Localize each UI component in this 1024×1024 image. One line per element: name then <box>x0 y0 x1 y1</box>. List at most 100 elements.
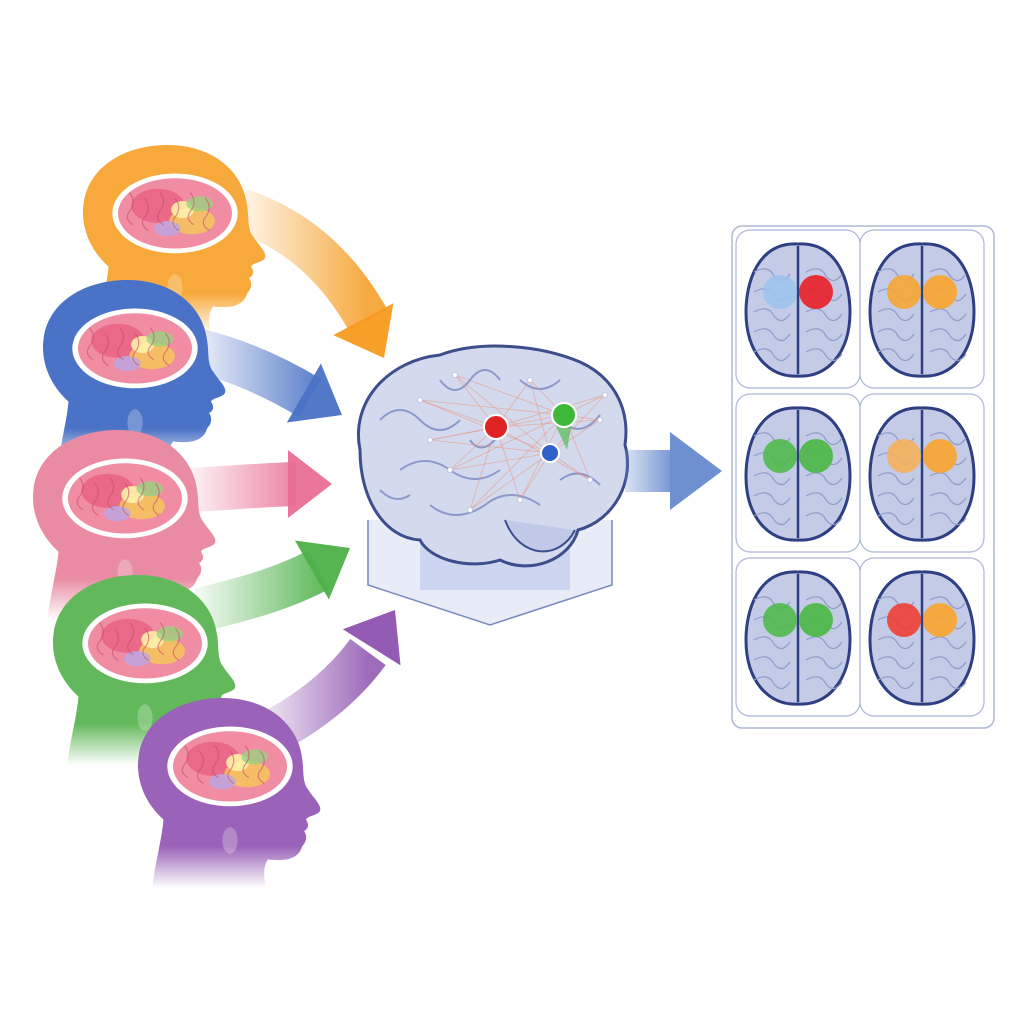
scan-gyrus <box>753 308 791 322</box>
brain-gyrus <box>227 750 235 784</box>
network-node <box>527 377 533 383</box>
brain-gyrus <box>172 627 180 661</box>
brain-gyrus <box>117 327 125 361</box>
head-brain-icon <box>72 308 198 389</box>
scan-gyrus <box>929 676 967 690</box>
scan-gyrus <box>805 348 843 362</box>
scan-gyrus <box>929 348 967 362</box>
scan-activation-left <box>887 439 921 473</box>
scan-gyrus <box>805 676 843 690</box>
brain-gyrus <box>152 482 160 516</box>
brain-gyrus <box>101 332 109 366</box>
subject-head-5 <box>137 698 321 888</box>
network-edge <box>429 439 551 454</box>
input-arrow-1 <box>232 189 394 358</box>
scan-gyrus <box>805 656 843 670</box>
brain-scan-2 <box>859 229 985 389</box>
brain-gyrus <box>142 627 150 661</box>
brain-gyrus <box>157 622 165 656</box>
network-edge <box>549 394 606 454</box>
neck-highlight <box>137 704 153 731</box>
brain-region <box>154 221 181 237</box>
subject-head-2 <box>42 280 226 470</box>
network-node <box>467 507 473 513</box>
head-brain-icon <box>82 603 208 684</box>
brain-gyrus <box>127 622 135 656</box>
brain-region <box>101 618 155 653</box>
scan-gyrus <box>753 348 791 362</box>
brain-gyrus <box>86 327 94 361</box>
head-brain-icon <box>112 173 238 254</box>
central-brain-gyrus <box>519 379 561 390</box>
scan-gyrus <box>753 512 791 526</box>
brain-gyrus <box>141 197 149 231</box>
scan-activation-left <box>763 603 797 637</box>
scan-gyrus <box>929 472 967 486</box>
scan-gyrus <box>877 656 915 670</box>
network-node <box>602 392 608 398</box>
scan-gyrus <box>877 472 915 486</box>
scan-activation-right <box>799 275 833 309</box>
scan-activation-right <box>923 603 957 637</box>
scan-gyrus <box>805 492 843 506</box>
green-node <box>551 402 577 428</box>
input-arrow-shaft <box>232 189 388 331</box>
brain-gyrus <box>187 192 195 226</box>
scan-gyrus <box>929 512 967 526</box>
scan-activation-left <box>887 603 921 637</box>
scan-gyrus <box>753 492 791 506</box>
network-edge <box>419 399 565 416</box>
scan-activation-right <box>923 275 957 309</box>
brain-region <box>104 506 131 522</box>
brain-gyrus <box>172 197 180 231</box>
brain-gyrus <box>157 192 165 226</box>
input-arrow-3 <box>188 450 332 518</box>
scan-activation-left <box>763 275 797 309</box>
network-edge <box>454 374 565 416</box>
central-brain-gyrus <box>429 494 541 516</box>
brain-gyrus <box>196 750 204 784</box>
scan-gyrus <box>805 636 843 650</box>
scan-gyrus <box>877 676 915 690</box>
scan-gyrus <box>805 268 843 282</box>
network-edge <box>469 414 565 511</box>
central-brain-gyrus <box>469 439 496 449</box>
subject-heads <box>32 145 321 888</box>
scan-gyrus <box>753 328 791 342</box>
scan-gyrus <box>929 268 967 282</box>
scan-gyrus <box>805 308 843 322</box>
head-brain-icon <box>167 726 293 807</box>
brain-scan-6 <box>859 557 985 717</box>
brain-scan-4 <box>859 393 985 553</box>
scan-gyrus <box>753 656 791 670</box>
head-brain-icon <box>62 458 188 539</box>
scan-gyrus <box>877 636 915 650</box>
input-arrowhead <box>333 303 394 358</box>
network-node <box>447 467 453 473</box>
output-arrowhead <box>670 432 722 510</box>
brain-gyrus <box>202 197 210 231</box>
scan-activation-left <box>887 275 921 309</box>
scan-gyrus <box>929 492 967 506</box>
brain-gyrus <box>212 745 220 779</box>
network-edge <box>495 394 606 428</box>
network-node <box>452 372 458 378</box>
brain-region <box>186 741 240 776</box>
scan-gyrus <box>929 432 967 446</box>
input-arrowhead <box>286 363 342 423</box>
blue-node <box>540 443 560 463</box>
input-arrowhead <box>294 540 350 600</box>
brain-gyrus <box>242 745 250 779</box>
network-node <box>427 437 433 443</box>
brain-gyrus <box>111 627 119 661</box>
brain-region <box>124 651 151 667</box>
scan-gyrus <box>929 656 967 670</box>
network-edge <box>449 414 565 471</box>
brain-gyrus <box>122 482 130 516</box>
brain-scan-5 <box>735 557 861 717</box>
central-brain-gyrus <box>379 489 411 500</box>
network-node <box>597 417 603 423</box>
input-arrow-shaft <box>188 462 297 512</box>
